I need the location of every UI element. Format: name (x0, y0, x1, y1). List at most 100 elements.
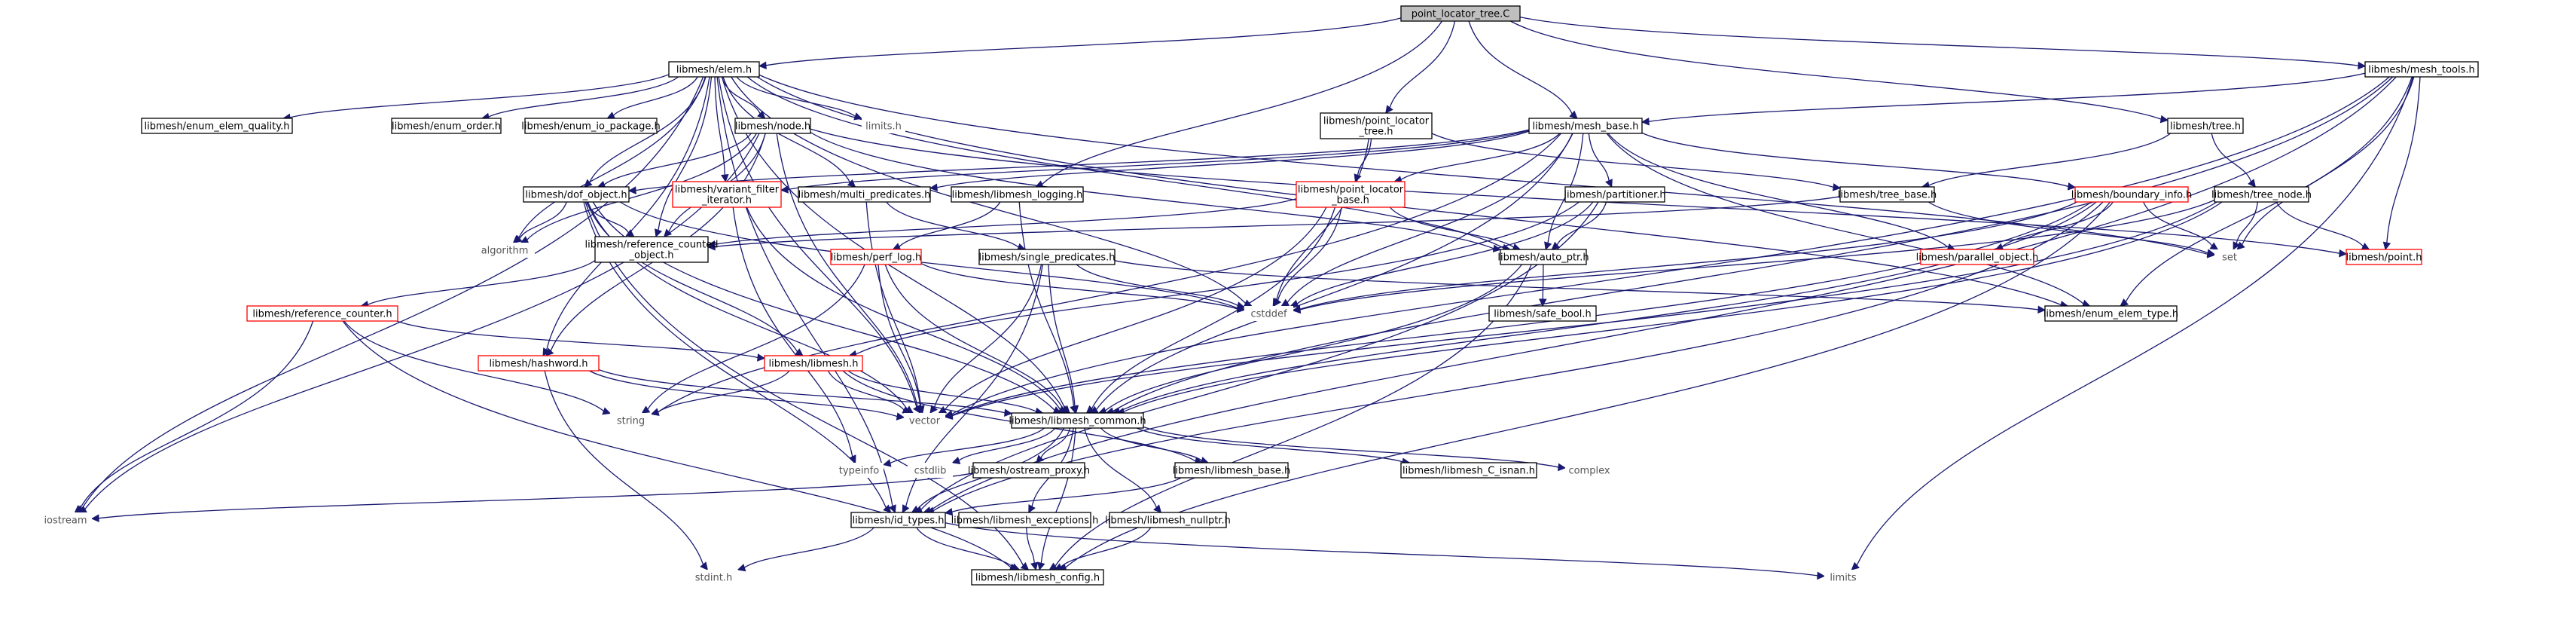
node-libmesh_base[interactable]: libmesh/libmesh_base.h (1173, 462, 1291, 479)
node-hashword[interactable]: libmesh/hashword.h (478, 355, 600, 372)
edge-line (758, 74, 2208, 255)
edge-root-to-mesh_base (1468, 20, 1578, 119)
node-reference_counted_object[interactable]: libmesh/reference_counted_object.h (584, 236, 719, 263)
edge-line (1588, 133, 1610, 181)
node-node[interactable]: libmesh/node.h (734, 118, 811, 134)
node-libmesh_common[interactable]: libmesh/libmesh_common.h (1009, 412, 1146, 429)
edge-arrowhead (737, 564, 746, 572)
node-tree_node[interactable]: libmesh/tree_node.h (2211, 186, 2312, 203)
edge-elem-to-enum_order (481, 76, 679, 121)
edge-line (342, 320, 1012, 568)
node-label: libmesh/enum_io_package.h (521, 121, 661, 133)
edge-auto_ptr-to-safe_bool (1539, 264, 1547, 307)
node-enum_elem_quality[interactable]: libmesh/enum_elem_quality.h (141, 118, 293, 134)
edge-partitioner-to-cstddef (1290, 201, 1594, 307)
edge-single_predicates-to-enum_elem_type (1114, 260, 2046, 314)
node-box (1400, 5, 1521, 22)
node-c_isnan[interactable]: libmesh/libmesh_C_isnan.h (1400, 462, 1537, 479)
edge-line (613, 76, 698, 116)
node-enum_elem_type[interactable]: libmesh/enum_elem_type.h (2043, 305, 2178, 322)
node-point_locator_base[interactable]: libmesh/point_locator_base.h (1296, 181, 1406, 208)
node-libmesh_exceptions[interactable]: libmesh/libmesh_exceptions.h (951, 512, 1099, 528)
node-auto_ptr[interactable]: libmesh/auto_ptr.h (1497, 249, 1589, 265)
edge-arrowhead (1605, 179, 1613, 188)
edge-arrowhead (2037, 305, 2046, 314)
node-safe_bool[interactable]: libmesh/safe_bool.h (1488, 305, 1597, 322)
node-reference_counter[interactable]: libmesh/reference_counter.h (246, 305, 398, 322)
node-root[interactable]: point_locator_tree.C (1400, 5, 1521, 22)
node-point[interactable]: libmesh/point.h (2346, 249, 2422, 265)
node-id_types[interactable]: libmesh/id_types.h (850, 512, 946, 528)
node-limits: limits (1824, 570, 1862, 585)
edge-libmesh-to-vector (827, 370, 911, 414)
node-box (2346, 249, 2422, 265)
edge-line (721, 76, 761, 115)
edge-arrowhead (2206, 249, 2216, 257)
edge-line (929, 76, 2397, 511)
node-mesh_base[interactable]: libmesh/mesh_base.h (1528, 118, 1643, 134)
node-label: libmesh/node.h (735, 121, 810, 133)
edge-tree_node-to-point (2275, 201, 2370, 250)
edge-arrowhead (2209, 242, 2219, 250)
node-tree_base[interactable]: libmesh/tree_base.h (1838, 186, 1937, 203)
edge-line (1389, 20, 1456, 108)
node-label: libmesh/tree_base.h (1838, 190, 1937, 201)
node-elem[interactable]: libmesh/elem.h (668, 61, 760, 78)
node-dof_object[interactable]: libmesh/dof_object.h (523, 186, 630, 203)
edge-arrowhead (1036, 454, 1045, 463)
node-boundary_info[interactable]: libmesh/boundary_info.h (2071, 186, 2193, 203)
edge-arrowhead (513, 234, 523, 243)
edge-partitioner-to-auto_ptr (1551, 201, 1607, 250)
node-box (2364, 61, 2479, 78)
node-multi_predicates[interactable]: libmesh/multi_predicates.h (798, 186, 931, 203)
edge-line (1299, 199, 2215, 310)
edge-line (1143, 426, 1559, 468)
node-partitioner[interactable]: libmesh/partitioner.h (1564, 186, 1666, 203)
edge-arrowhead (1153, 504, 1162, 513)
edge-line (2143, 201, 2213, 246)
edge-line (736, 76, 856, 118)
node-libmesh_config[interactable]: libmesh/libmesh_config.h (971, 569, 1104, 586)
node-single_predicates[interactable]: libmesh/single_predicates.h (978, 249, 1116, 265)
node-parallel_object[interactable]: libmesh/parallel_object.h (1916, 249, 2039, 265)
edge-reference_counter-to-iostream (74, 320, 314, 513)
node-box (246, 305, 398, 322)
edge-arrowhead (625, 229, 635, 237)
node-label: libmesh/libmesh_config.h (975, 573, 1100, 584)
node-box (2167, 118, 2244, 134)
node-label: libmesh/reference_counter.h (252, 309, 392, 320)
edge-arrowhead (1290, 299, 1299, 307)
node-point_locator_tree[interactable]: libmesh/point_locator_tree.h (1320, 112, 1433, 139)
edge-line (1113, 76, 2394, 412)
edge-line (658, 133, 1562, 413)
node-ostream_proxy[interactable]: libmesh/ostream_proxy.h (968, 462, 1090, 479)
edge-mesh_base-to-partitioner (1588, 133, 1613, 188)
edge-point_locator_tree-to-tree_base (1431, 133, 1842, 191)
node-libmesh_logging[interactable]: libmesh/libmesh_logging.h (951, 186, 1084, 203)
node-variant_filter_iterator[interactable]: libmesh/variant_filter_iterator.h (672, 181, 782, 208)
edge-arrowhead (1060, 405, 1070, 414)
node-mesh_tools[interactable]: libmesh/mesh_tools.h (2364, 61, 2479, 78)
edge-arrowhead (663, 228, 673, 237)
node-label: point_locator_tree.C (1412, 9, 1510, 20)
node-backdrop (2214, 249, 2245, 265)
node-enum_order[interactable]: libmesh/enum_order.h (391, 118, 502, 134)
edge-arrowhead (1558, 463, 1567, 472)
edge-line (899, 201, 1001, 247)
edge-line (1357, 138, 1372, 176)
edge-arrowhead (1020, 561, 1030, 570)
node-libmesh[interactable]: libmesh/libmesh.h (764, 355, 863, 372)
node-enum_io_package[interactable]: libmesh/enum_io_package.h (521, 118, 661, 134)
node-tree[interactable]: libmesh/tree.h (2167, 118, 2244, 134)
node-box (523, 186, 630, 203)
node-perf_log[interactable]: libmesh/perf_log.h (830, 249, 922, 265)
edge-arrowhead (1030, 561, 1039, 571)
edge-arrowhead (757, 353, 766, 362)
node-libmesh_nullptr[interactable]: libmesh/libmesh_nullptr.h (1105, 512, 1231, 528)
edge-line (1095, 133, 1573, 410)
edge-line (1468, 20, 1573, 115)
edge-arrowhead (780, 185, 789, 194)
edge-line (2211, 133, 2252, 182)
edge-line (714, 76, 725, 176)
